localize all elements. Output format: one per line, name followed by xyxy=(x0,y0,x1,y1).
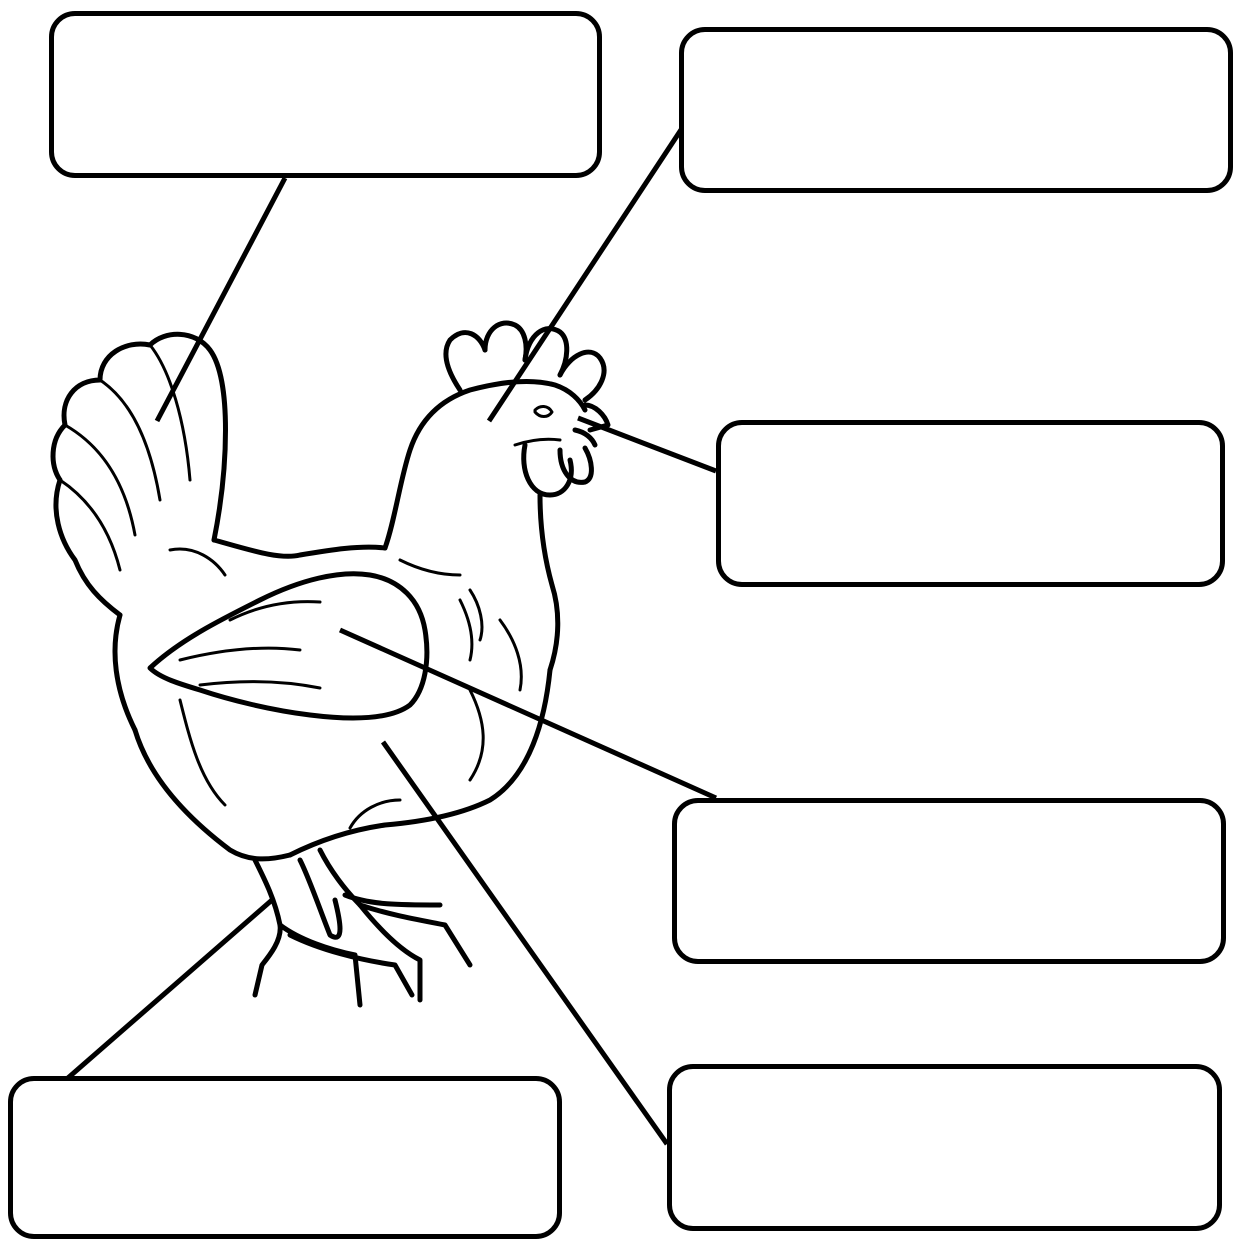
leader-line-feet xyxy=(53,900,272,1091)
leader-line-beak xyxy=(578,418,716,471)
chicken-head xyxy=(385,323,608,670)
leader-lines xyxy=(53,104,716,1144)
label-box-feet[interactable] xyxy=(8,1076,562,1239)
chicken-body xyxy=(135,540,550,859)
chicken-tail xyxy=(53,334,225,730)
label-box-body[interactable] xyxy=(667,1064,1222,1231)
label-box-tail[interactable] xyxy=(49,11,602,178)
chicken-feet xyxy=(255,850,470,1005)
chicken-wing xyxy=(150,560,521,718)
label-box-beak[interactable] xyxy=(716,420,1225,587)
label-box-comb[interactable] xyxy=(679,27,1233,193)
label-box-wing[interactable] xyxy=(672,798,1226,964)
